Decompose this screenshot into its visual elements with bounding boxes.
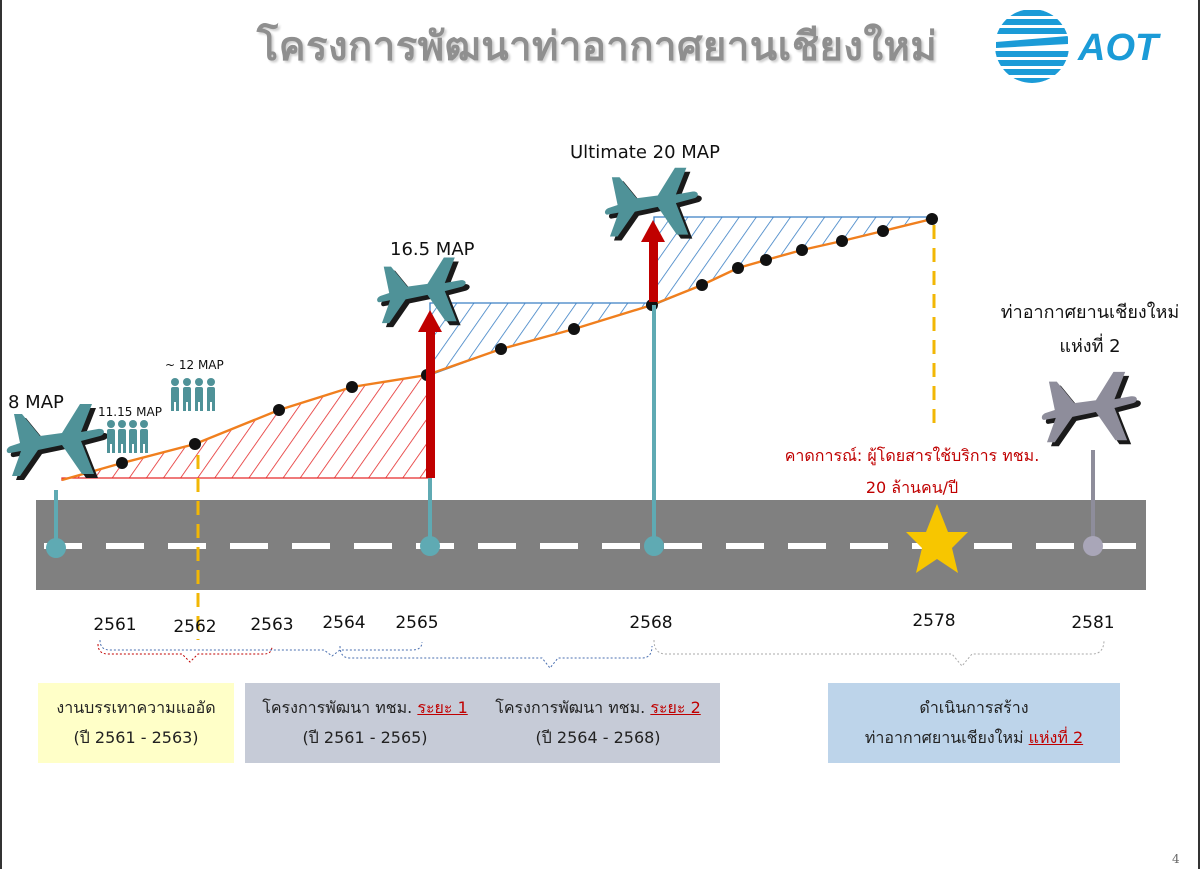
forecast-note: คาดการณ์: ผู้โดยสารใช้บริการ ทชม. 20 ล้า… [762, 440, 1062, 504]
demand-point [568, 323, 580, 335]
year-label: 2562 [173, 617, 216, 637]
demand-point [116, 457, 128, 469]
capacity-arrow [426, 330, 435, 478]
demand-points [116, 213, 938, 469]
pin-2561 [46, 538, 66, 558]
demand-point [796, 244, 808, 256]
new-airport-box: ดำเนินการสร้าง ท่าอากาศยานเชียงใหม่ แห่ง… [828, 683, 1120, 763]
passenger-growth-line [61, 217, 933, 482]
box-subtitle: ท่าอากาศยานเชียงใหม่ [864, 728, 1024, 747]
year-label: 2564 [322, 613, 365, 633]
phase1-period: (ปี 2561 - 2565) [302, 728, 428, 747]
pin-2581 [1083, 536, 1103, 556]
demand-point [836, 235, 848, 247]
demand-point [877, 225, 889, 237]
aot-logo: AOT [995, 9, 1161, 83]
year-label: 2581 [1071, 613, 1114, 633]
year-label: 2568 [629, 613, 672, 633]
pin-2568 [644, 536, 664, 556]
brace-2568-2581 [653, 639, 1105, 667]
page-number: 4 [1172, 852, 1180, 866]
year-label: 2563 [250, 615, 293, 635]
forecast-line: 20 ล้านคน/ปี [865, 478, 959, 497]
logo-text: AOT [1077, 27, 1161, 69]
year-label: 2561 [93, 615, 136, 635]
brace-2561-2563 [97, 643, 273, 663]
star-icon [906, 504, 968, 573]
phase2-period: (ปี 2564 - 2568) [535, 728, 661, 747]
milestone-label: 11.15 MAP [98, 405, 162, 419]
expansion-phases-box: โครงการพัฒนา ทชม. ระยะ 1 (ปี 2561 - 2565… [245, 683, 720, 763]
year-label: 2578 [912, 611, 955, 631]
box-title: งานบรรเทาความแออัด [56, 698, 216, 717]
runway [36, 500, 1146, 590]
phase2-box: โครงการพัฒนา ทชม. ระยะ 2 (ปี 2564 - 2568… [478, 693, 718, 753]
people-icon-group-2 [171, 378, 215, 411]
demand-point [273, 404, 285, 416]
box-period: (ปี 2561 - 2563) [73, 728, 199, 747]
people-icon-group-1 [107, 420, 148, 453]
capacity-arrows [418, 220, 665, 478]
demand-point [346, 381, 358, 393]
milestone-label: 16.5 MAP [390, 239, 475, 260]
milestone-label: 8 MAP [8, 392, 64, 413]
demand-point [760, 254, 772, 266]
milestone-label: ~ 12 MAP [165, 358, 224, 372]
year-label: 2565 [395, 613, 438, 633]
box-highlight: แห่งที่ 2 [1028, 728, 1084, 747]
brace-2561-2565 [99, 639, 423, 657]
milestone-label: Ultimate 20 MAP [570, 142, 720, 163]
pin-2565 [420, 536, 440, 556]
demand-point [495, 343, 507, 355]
phase1-title: โครงการพัฒนา ทชม. [262, 698, 413, 717]
pin-stems [54, 305, 656, 546]
forecast-line: คาดการณ์: ผู้โดยสารใช้บริการ ทชม. [784, 446, 1040, 465]
phase1-highlight: ระยะ 1 [417, 698, 468, 717]
phase2-title: โครงการพัฒนา ทชม. [495, 698, 646, 717]
demand-point [926, 213, 938, 225]
page-title: โครงการพัฒนาท่าอากาศยานเชียงใหม่ [256, 24, 938, 70]
congestion-relief-box: งานบรรเทาความแออัด (ปี 2561 - 2563) [38, 683, 234, 763]
phase2-highlight: ระยะ 2 [650, 698, 701, 717]
capacity-arrow [649, 240, 658, 302]
demand-point [696, 279, 708, 291]
demand-point [189, 438, 201, 450]
year-axis: 2561 2562 2563 2564 2565 2568 2578 2581 [93, 611, 1114, 637]
new-airport-label: แห่งที่ 2 [1059, 333, 1120, 357]
new-airport-label: ท่าอากาศยานเชียงใหม่ [1001, 301, 1180, 323]
phase1-box: โครงการพัฒนา ทชม. ระยะ 1 (ปี 2561 - 2565… [245, 693, 485, 753]
demand-point [732, 262, 744, 274]
box-title: ดำเนินการสร้าง [919, 698, 1029, 717]
brace-2564-2568 [339, 645, 653, 669]
